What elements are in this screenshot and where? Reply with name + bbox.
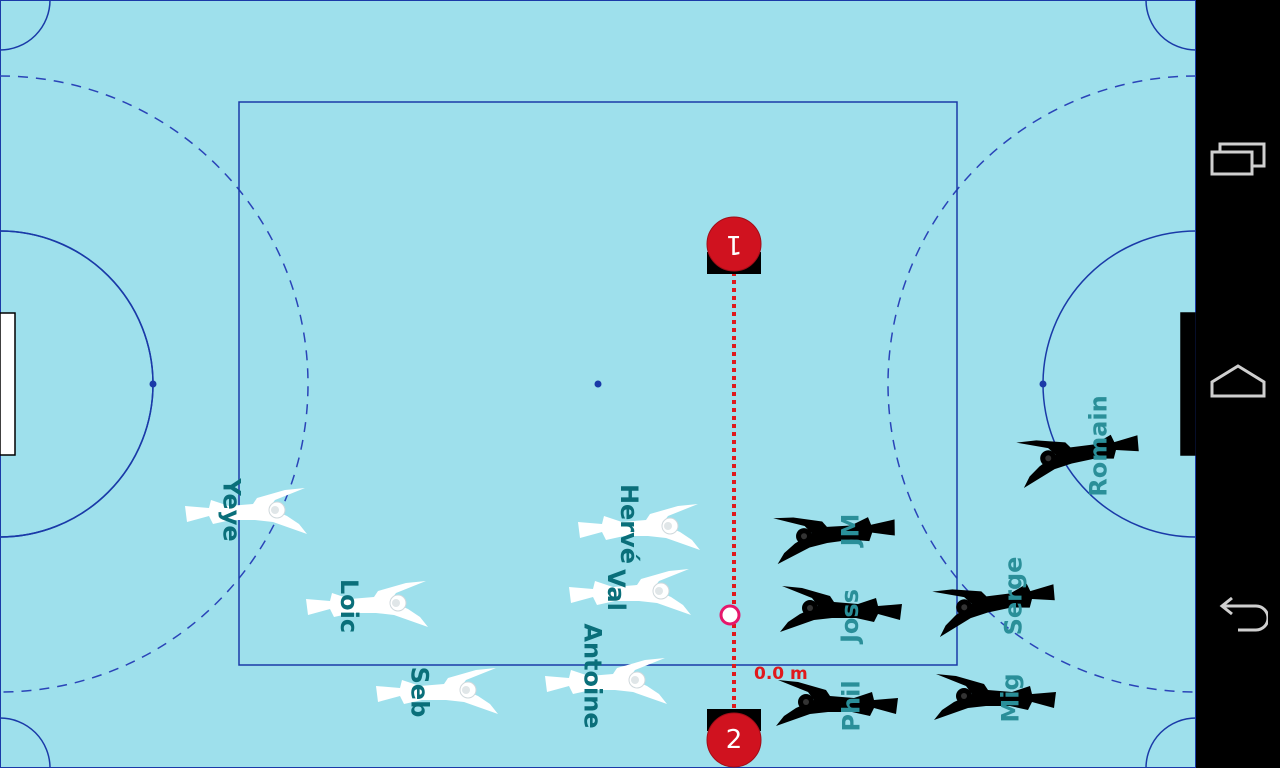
- referee-1-number: 1: [726, 229, 743, 259]
- corner-arc-top-right: [1145, 0, 1196, 51]
- player-label-antoine: Antoine: [578, 623, 607, 729]
- player-label-phil: Phil: [837, 680, 866, 732]
- corner-arc-top-left: [0, 0, 51, 51]
- dashed-arc-right: [887, 75, 1196, 693]
- home-icon: [1210, 364, 1266, 398]
- referee-2[interactable]: 2: [706, 709, 762, 768]
- player-label-mig: Mig: [996, 673, 1025, 723]
- back-button[interactable]: [1208, 576, 1270, 636]
- player-label-yeye: Yeye: [217, 478, 246, 542]
- player-label-seb: Seb: [405, 666, 434, 718]
- player-label-loic: Loic: [335, 578, 364, 634]
- navigation-bar: [1196, 0, 1280, 768]
- distance-label: 0.0 m: [754, 664, 808, 684]
- referee-1[interactable]: 1: [706, 216, 762, 274]
- central-zone: [238, 101, 958, 666]
- referee-1-marker: [706, 216, 762, 272]
- center-spot: [594, 380, 602, 388]
- dashed-arc-left: [0, 75, 309, 693]
- goal-right: [1180, 312, 1196, 456]
- home-button[interactable]: [1208, 352, 1268, 412]
- penalty-spot-left: [149, 380, 157, 388]
- player-label-joss: Joss: [836, 589, 864, 643]
- referee-2-marker: [706, 712, 762, 768]
- recent-apps-button[interactable]: [1208, 128, 1268, 188]
- penalty-spot-right: [1039, 380, 1047, 388]
- player-label-romain: Romain: [1084, 395, 1113, 497]
- player-label-herve: Hervé: [615, 483, 644, 565]
- recent-apps-icon: [1210, 142, 1266, 176]
- player-label-serge: Serge: [999, 556, 1028, 636]
- player-label-jm: JM: [836, 513, 865, 547]
- corner-arc-bottom-left: [0, 717, 51, 768]
- puck[interactable]: [719, 604, 741, 626]
- hockey-pitch[interactable]: 1 2 0.0 m: [0, 0, 1196, 768]
- player-label-val: Val: [601, 569, 630, 611]
- corner-arc-bottom-right: [1145, 717, 1196, 768]
- back-icon: [1219, 596, 1270, 632]
- goal-left: [0, 312, 16, 456]
- referee-2-number: 2: [726, 725, 743, 755]
